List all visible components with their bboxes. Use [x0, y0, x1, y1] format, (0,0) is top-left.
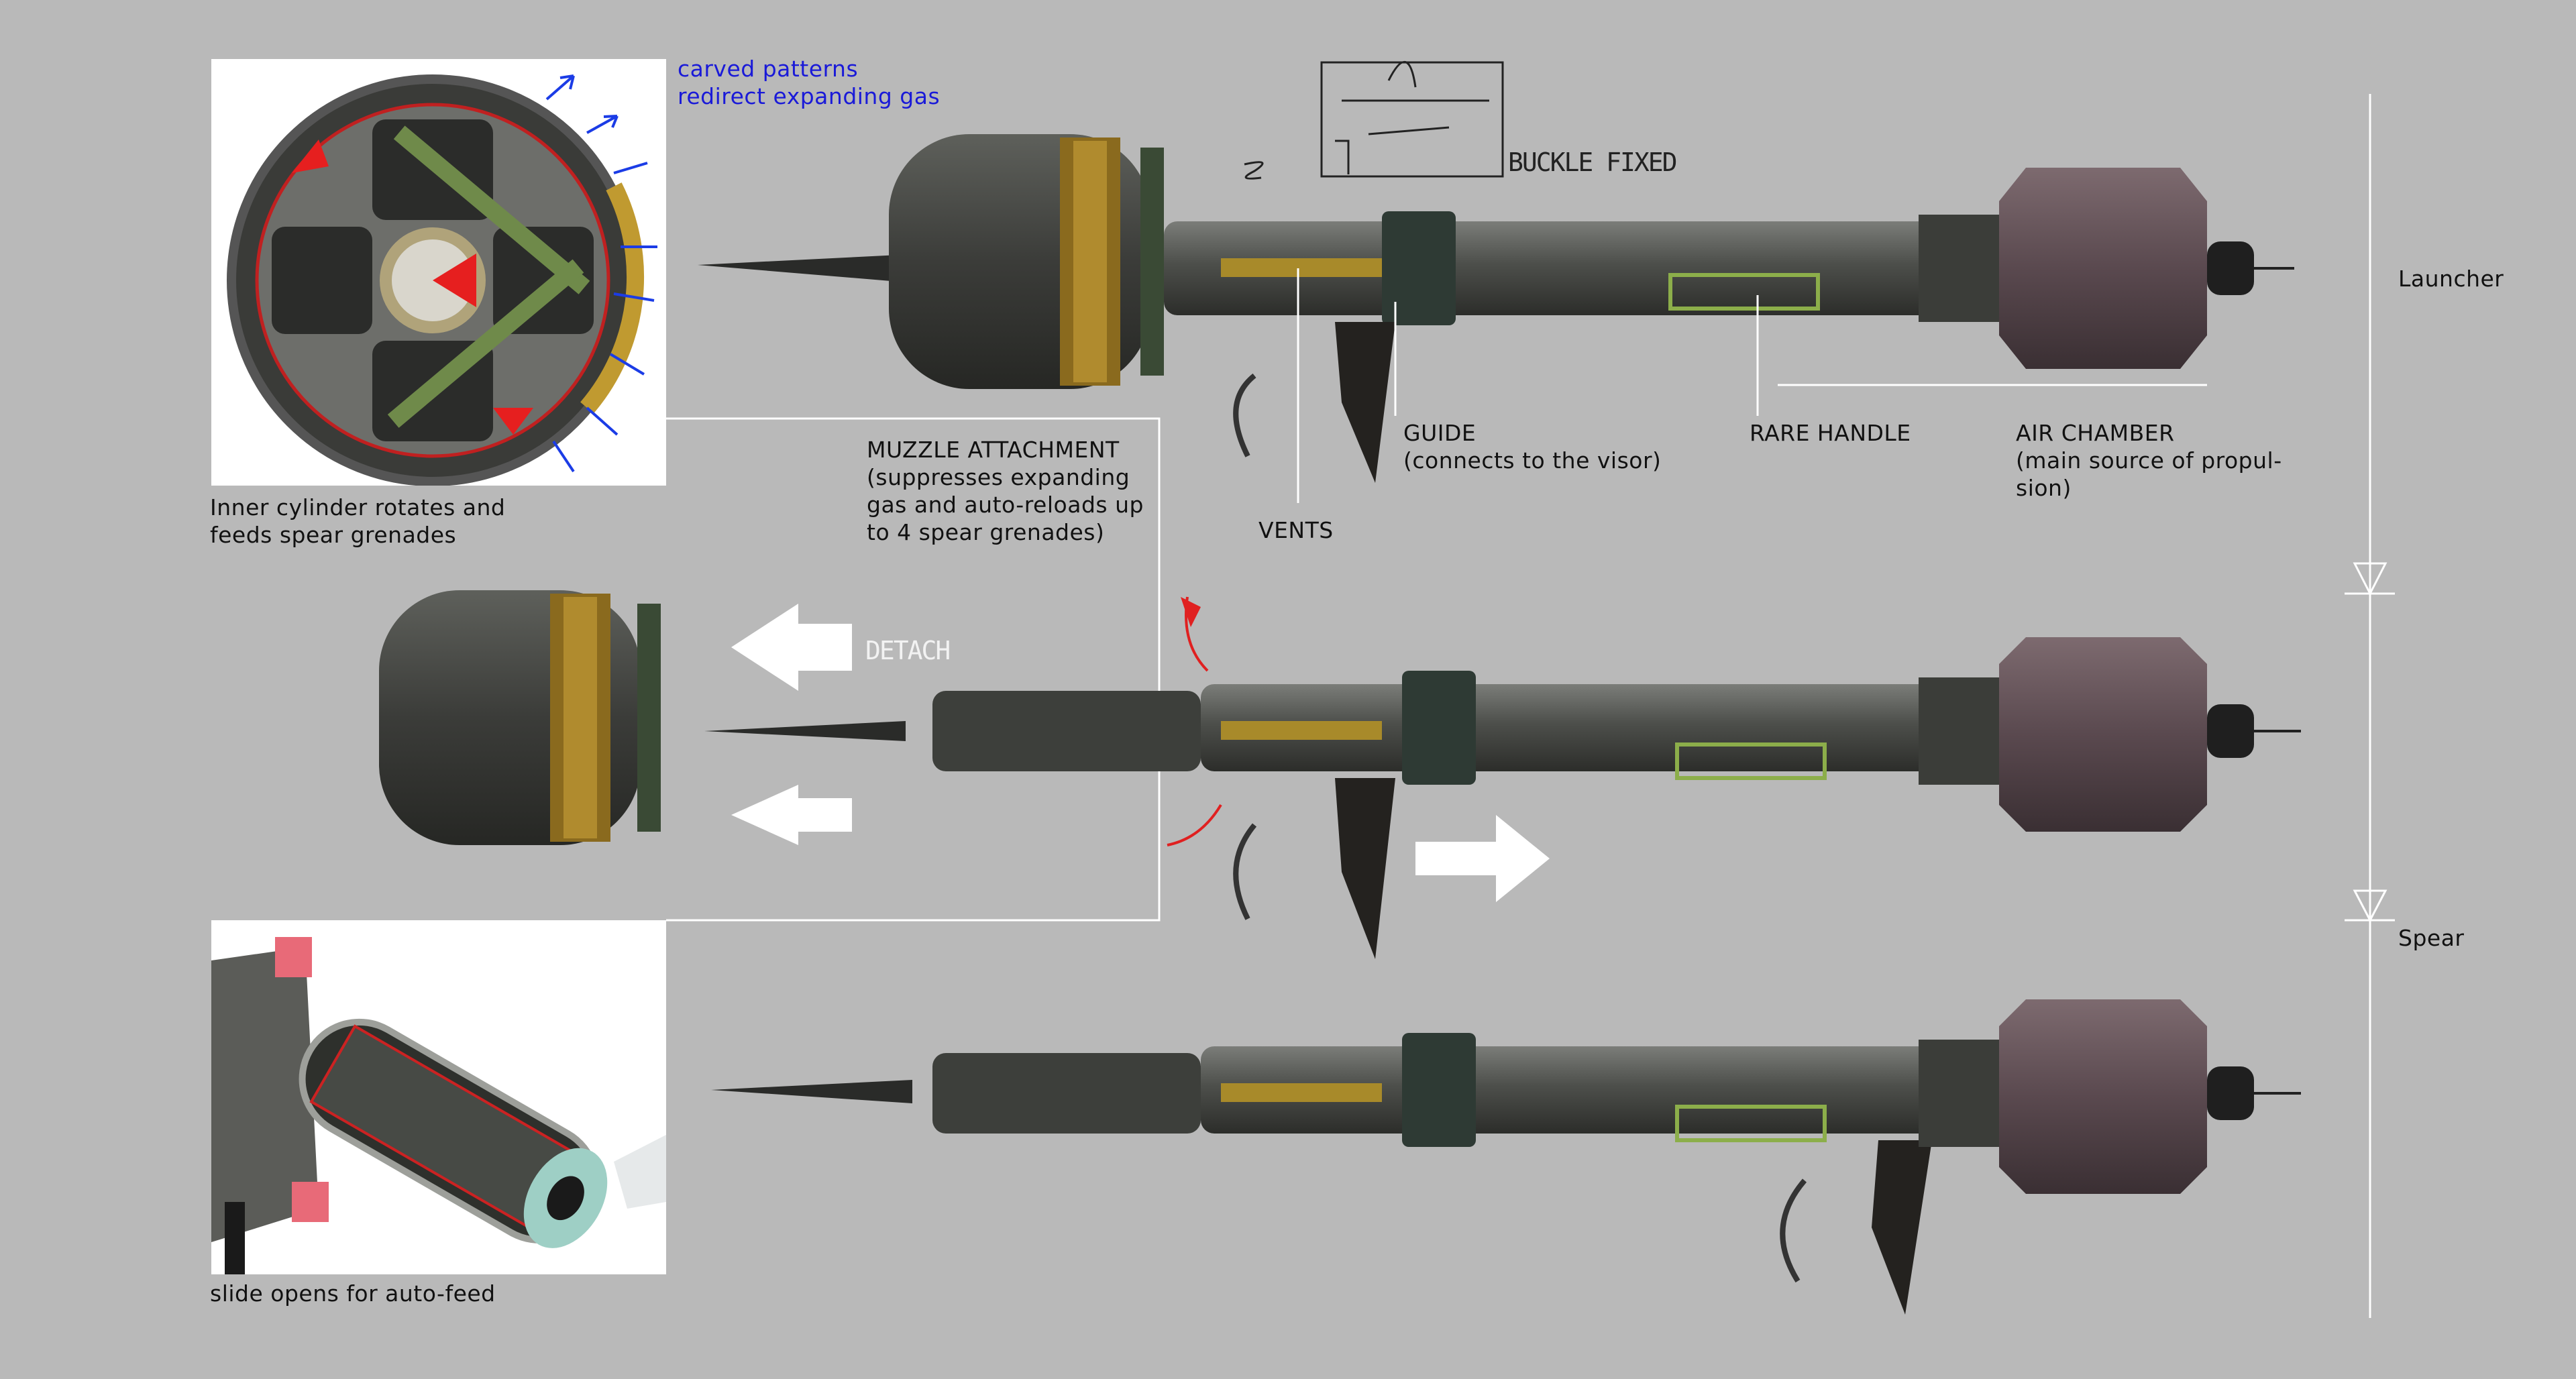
- buckle-fixed-note: BUCKLE FIXED: [1508, 148, 1678, 177]
- launcher-mode-label: Launcher: [2398, 266, 2504, 292]
- air-chamber-callout: AIR CHAMBER (main source of propul- sion…: [2016, 420, 2282, 501]
- muzzle-cutaway-illustration: [227, 74, 657, 486]
- slide-detail-illustration: [211, 937, 666, 1274]
- slide-caption: slide opens for auto-feed: [210, 1280, 496, 1307]
- muzzle-attachment-callout: MUZZLE ATTACHMENT (suppresses expanding …: [867, 437, 1144, 545]
- mode-axis: [2345, 94, 2395, 1318]
- guide-callout: GUIDE (connects to the visor): [1403, 420, 1662, 474]
- vents-callout: VENTS: [1258, 517, 1334, 543]
- detach-note: DETACH: [865, 636, 951, 665]
- rare-handle-callout: RARE HANDLE: [1750, 420, 1911, 446]
- launcher-assembled: [698, 134, 2294, 483]
- muzzle-cutaway-panel: [211, 59, 666, 486]
- launcher-detaching: [379, 590, 2301, 959]
- spear-mode-label: Spear: [2398, 925, 2465, 951]
- slide-detail-panel: [211, 920, 666, 1274]
- buckle-sketch: [1244, 60, 1504, 180]
- callout-leaders: [1297, 268, 1759, 503]
- spear-configuration: [711, 999, 2301, 1315]
